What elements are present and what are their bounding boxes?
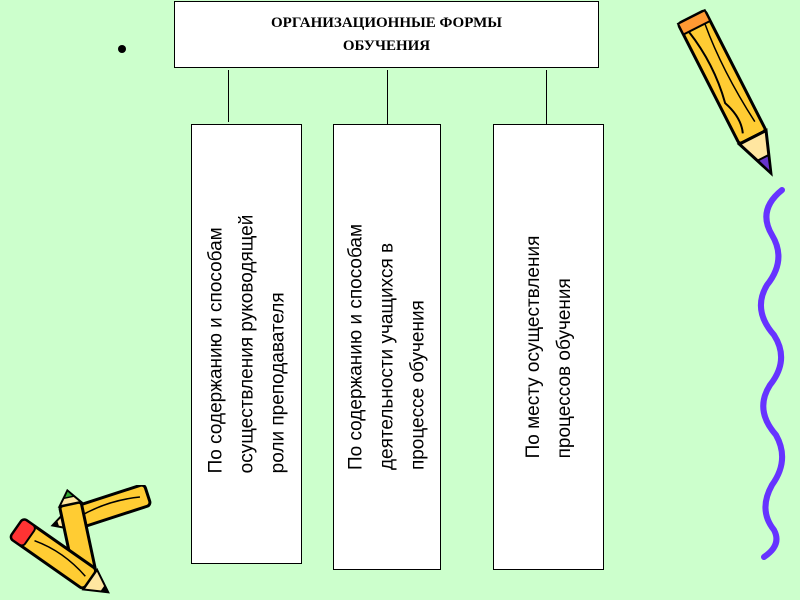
- connector-line-1: [228, 70, 229, 122]
- connector-line-2: [387, 70, 388, 125]
- branch-2-line-1: По содержанию и способам: [345, 223, 367, 471]
- connector-line-3: [546, 70, 547, 125]
- title-line-2: ОБУЧЕНИЯ: [342, 37, 431, 54]
- branch-3-line-1: По месту осуществления: [522, 235, 544, 459]
- bullet-dot: [118, 45, 126, 53]
- branch-2-text: По содержанию и способам деятельности уч…: [341, 224, 434, 470]
- diagram-title-box: ОРГАНИЗАЦИОННЫЕ ФОРМЫ ОБУЧЕНИЯ: [174, 1, 599, 68]
- branch-2-line-2: деятельности учащихся в: [376, 242, 398, 471]
- branch-2-line-3: процессе обучения: [407, 300, 429, 471]
- branch-3-line-2: процессов обучения: [553, 278, 575, 459]
- branch-box-2: По содержанию и способам деятельности уч…: [333, 124, 441, 570]
- branch-3-text: По месту осуществления процессов обучени…: [518, 236, 580, 459]
- branch-1-line-3: роли преподавателя: [267, 292, 288, 474]
- branch-1-line-1: По содержанию и способам: [205, 227, 226, 474]
- branch-box-1: По содержанию и способам осуществления р…: [191, 124, 302, 564]
- branch-1-line-2: осуществления руководящей: [236, 214, 257, 474]
- branch-1-text: По содержанию и способам осуществления р…: [200, 215, 293, 474]
- wavy-line-clipart: [757, 187, 785, 560]
- pencils-clipart-bottom-left: [9, 485, 152, 594]
- title-line-1: ОРГАНИЗАЦИОННЫЕ ФОРМЫ: [271, 14, 502, 31]
- pencil-clipart-right: [676, 8, 773, 177]
- branch-box-3: По месту осуществления процессов обучени…: [493, 124, 604, 570]
